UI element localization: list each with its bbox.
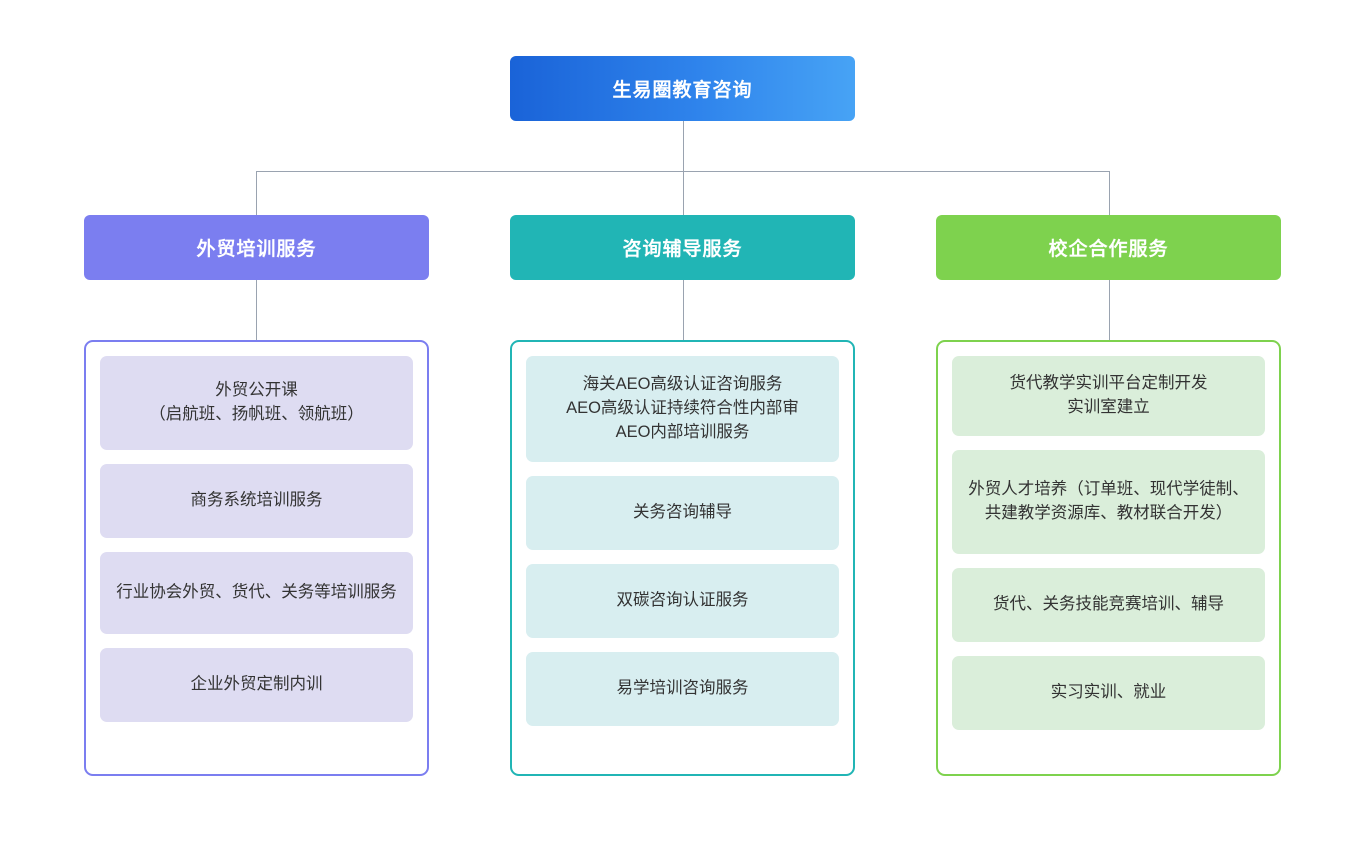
leaf-card[interactable]: 海关AEO高级认证咨询服务 AEO高级认证持续符合性内部审 AEO内部培训服务	[526, 356, 839, 462]
branch-header-label: 咨询辅导服务	[622, 239, 743, 260]
leaf-card[interactable]: 外贸人才培养（订单班、现代学徒制、共建教学资源库、教材联合开发）	[952, 450, 1265, 554]
branch-header-2[interactable]: 咨询辅导服务	[510, 215, 855, 280]
branch-header-label: 外贸培训服务	[196, 239, 317, 260]
leaf-card[interactable]: 商务系统培训服务	[100, 464, 413, 538]
leaf-line: 实习实训、就业	[1050, 683, 1167, 702]
leaf-card[interactable]: 实习实训、就业	[952, 656, 1265, 730]
leaf-card[interactable]: 货代教学实训平台定制开发 实训室建立	[952, 356, 1265, 436]
branch-panel-2: 海关AEO高级认证咨询服务 AEO高级认证持续符合性内部审 AEO内部培训服务 …	[510, 340, 855, 776]
leaf-line: 企业外贸定制内训	[190, 675, 323, 694]
leaf-line: AEO高级认证持续符合性内部审	[566, 399, 799, 418]
connector-root-stem	[683, 121, 684, 171]
branch-panel-3: 货代教学实训平台定制开发 实训室建立 外贸人才培养（订单班、现代学徒制、共建教学…	[936, 340, 1281, 776]
leaf-line: 易学培训咨询服务	[616, 679, 749, 698]
leaf-line: 海关AEO高级认证咨询服务	[582, 375, 783, 394]
leaf-line: 双碳咨询认证服务	[616, 591, 749, 610]
leaf-line: （启航班、扬帆班、领航班）	[149, 405, 364, 423]
leaf-card[interactable]: 外贸公开课 （启航班、扬帆班、领航班）	[100, 356, 413, 450]
leaf-card[interactable]: 关务咨询辅导	[526, 476, 839, 550]
leaf-line: 外贸人才培养（订单班、现代学徒制、共建教学资源库、教材联合开发）	[968, 480, 1249, 522]
connector-header-panel-2	[683, 280, 684, 340]
branch-header-1[interactable]: 外贸培训服务	[84, 215, 429, 280]
connector-header-panel-3	[1109, 280, 1110, 340]
leaf-card[interactable]: 企业外贸定制内训	[100, 648, 413, 722]
leaf-line: 外贸公开课	[215, 381, 298, 400]
leaf-line: AEO内部培训服务	[615, 422, 750, 441]
branch-panel-1: 外贸公开课 （启航班、扬帆班、领航班） 商务系统培训服务 行业协会外贸、货代、关…	[84, 340, 429, 776]
leaf-line: 商务系统培训服务	[190, 491, 323, 510]
leaf-card[interactable]: 易学培训咨询服务	[526, 652, 839, 726]
branch-header-label: 校企合作服务	[1048, 239, 1169, 260]
connector-drop-branch-1	[256, 171, 257, 215]
root-node[interactable]: 生易圈教育咨询	[510, 56, 855, 121]
branch-column-3: 校企合作服务	[936, 215, 1281, 280]
leaf-line: 货代、关务技能竞赛培训、辅导	[993, 595, 1224, 614]
branch-header-3[interactable]: 校企合作服务	[936, 215, 1281, 280]
leaf-card[interactable]: 货代、关务技能竞赛培训、辅导	[952, 568, 1265, 642]
leaf-line: 行业协会外贸、货代、关务等培训服务	[116, 583, 397, 602]
branch-column-2: 咨询辅导服务	[510, 215, 855, 280]
leaf-card[interactable]: 双碳咨询认证服务	[526, 564, 839, 638]
leaf-card[interactable]: 行业协会外贸、货代、关务等培训服务	[100, 552, 413, 634]
leaf-line: 关务咨询辅导	[633, 503, 732, 522]
connector-header-panel-1	[256, 280, 257, 340]
leaf-line: 货代教学实训平台定制开发	[1009, 374, 1208, 393]
connector-drop-branch-2	[683, 171, 684, 215]
leaf-line: 实训室建立	[1067, 398, 1150, 416]
branch-column-1: 外贸培训服务	[84, 215, 429, 280]
connector-drop-branch-3	[1109, 171, 1110, 215]
root-node-label: 生易圈教育咨询	[612, 80, 753, 101]
